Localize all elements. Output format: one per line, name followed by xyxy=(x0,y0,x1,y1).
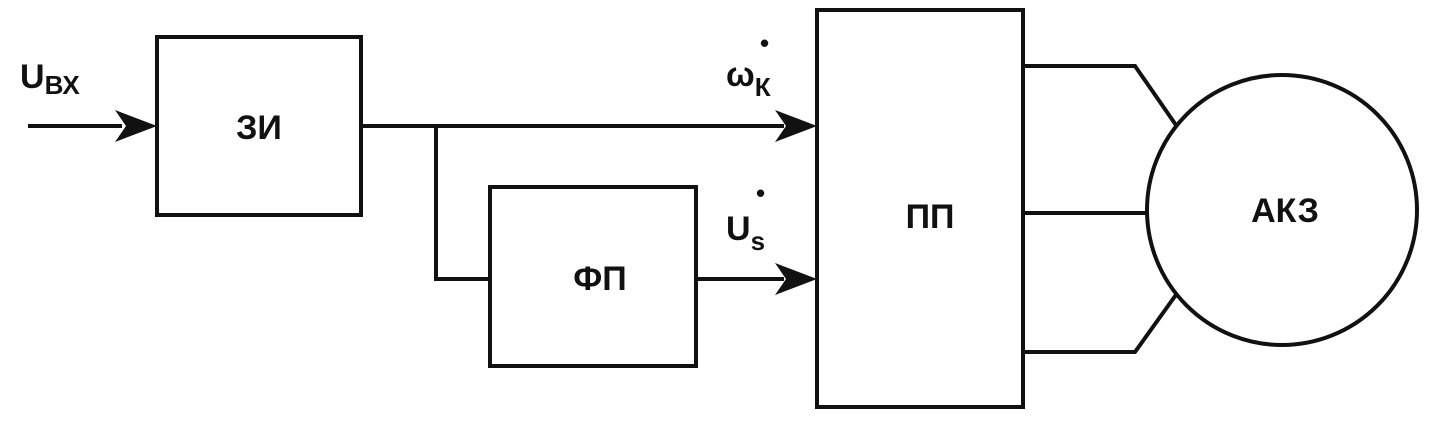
phase-line-top xyxy=(1021,64,1181,131)
input-signal-label: UВХ xyxy=(20,58,80,100)
input-arrowhead xyxy=(115,110,157,142)
omega-arrowhead xyxy=(775,110,817,142)
pp-block xyxy=(815,8,1025,409)
us-main: U xyxy=(726,210,751,248)
branch-line xyxy=(434,124,492,281)
motor-label: АКЗ xyxy=(1251,192,1319,230)
fp-block xyxy=(488,185,698,368)
zi-block xyxy=(155,35,363,217)
pp-block-label: ПП xyxy=(906,198,955,236)
omega-main: ω xyxy=(726,56,755,94)
zi-block-label: ЗИ xyxy=(236,109,282,147)
input-signal-main: U xyxy=(20,58,45,96)
omega-label: ωК xyxy=(726,56,771,102)
omega-dot: • xyxy=(760,28,769,58)
us-arrowhead xyxy=(775,263,817,295)
phase-line-bottom xyxy=(1021,289,1181,354)
us-sub: s xyxy=(751,226,765,256)
us-dot: • xyxy=(756,178,765,208)
us-label: Us xyxy=(726,210,765,256)
omega-sub: К xyxy=(755,72,771,102)
fp-block-label: ФП xyxy=(573,260,626,298)
motor-circle xyxy=(1145,73,1419,347)
input-signal-sub: ВХ xyxy=(45,70,81,100)
